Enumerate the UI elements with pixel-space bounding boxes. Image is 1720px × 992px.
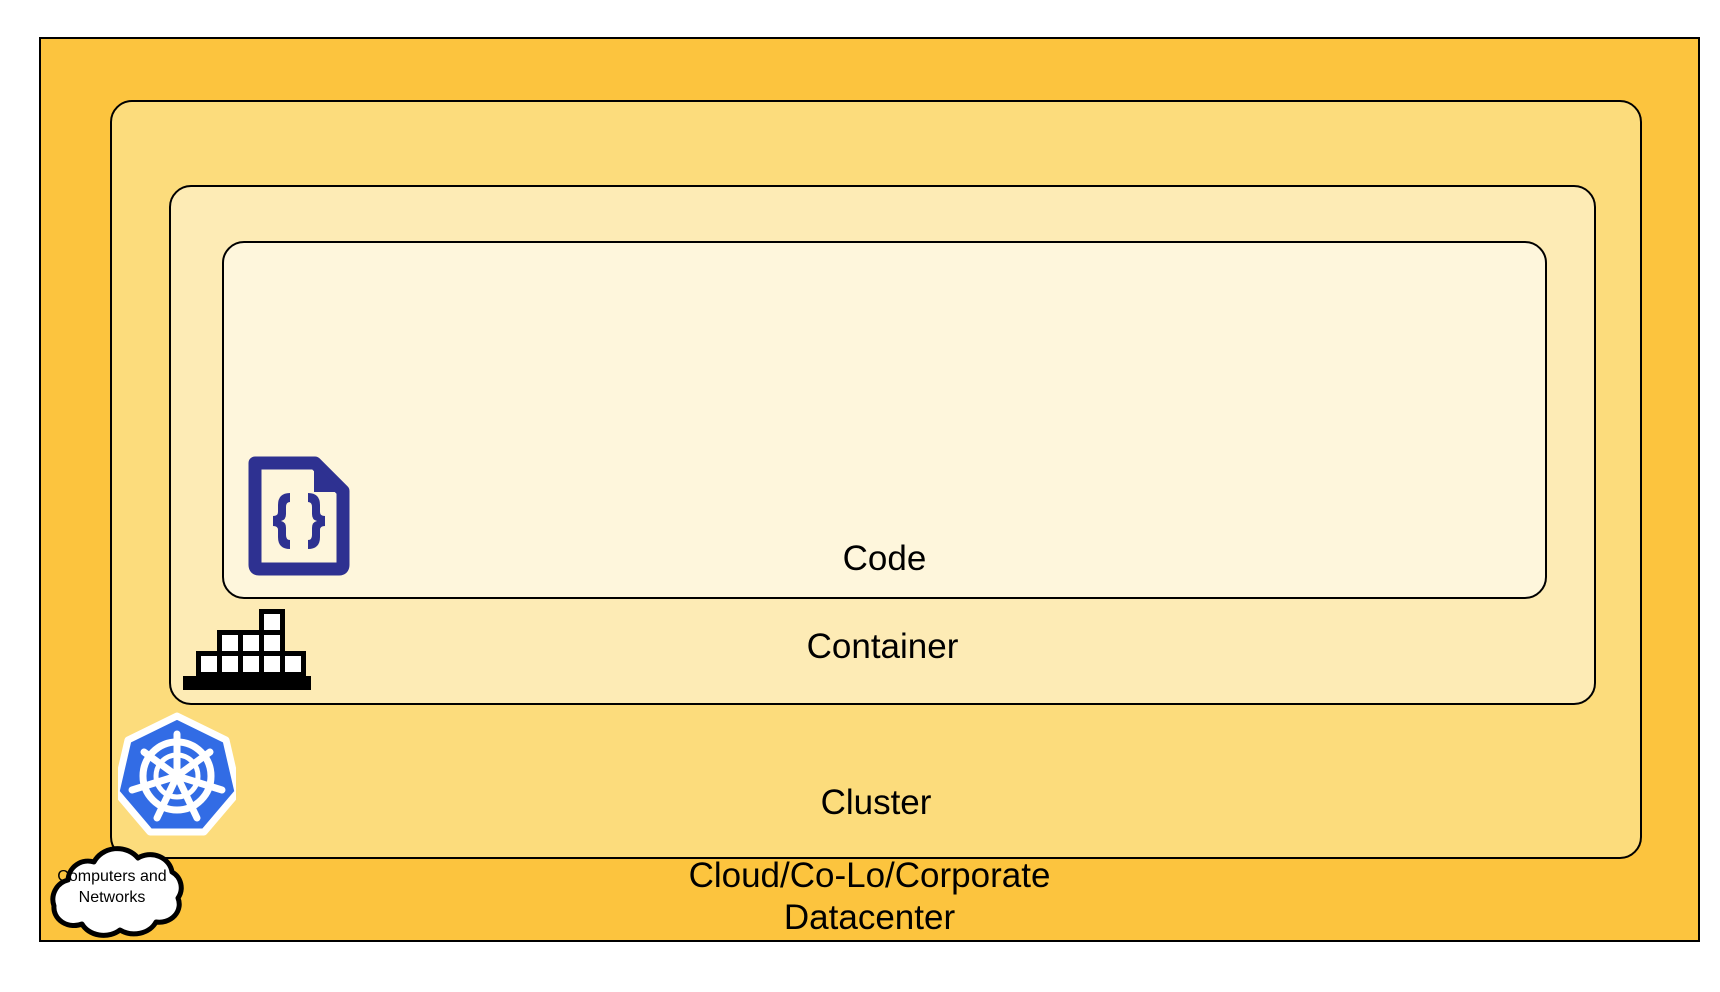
layer-code: [222, 241, 1547, 599]
code-document-icon: [244, 452, 354, 576]
layer-label-datacenter: Cloud/Co-Lo/Corporate Datacenter: [688, 856, 1051, 937]
layer-label-cluster: Cluster: [820, 783, 932, 822]
container-stack-icon: [183, 606, 311, 690]
layer-label-container: Container: [806, 627, 959, 666]
cloud-icon: [30, 846, 194, 951]
layer-label-code: Code: [842, 539, 927, 578]
kubernetes-icon: [112, 712, 242, 836]
